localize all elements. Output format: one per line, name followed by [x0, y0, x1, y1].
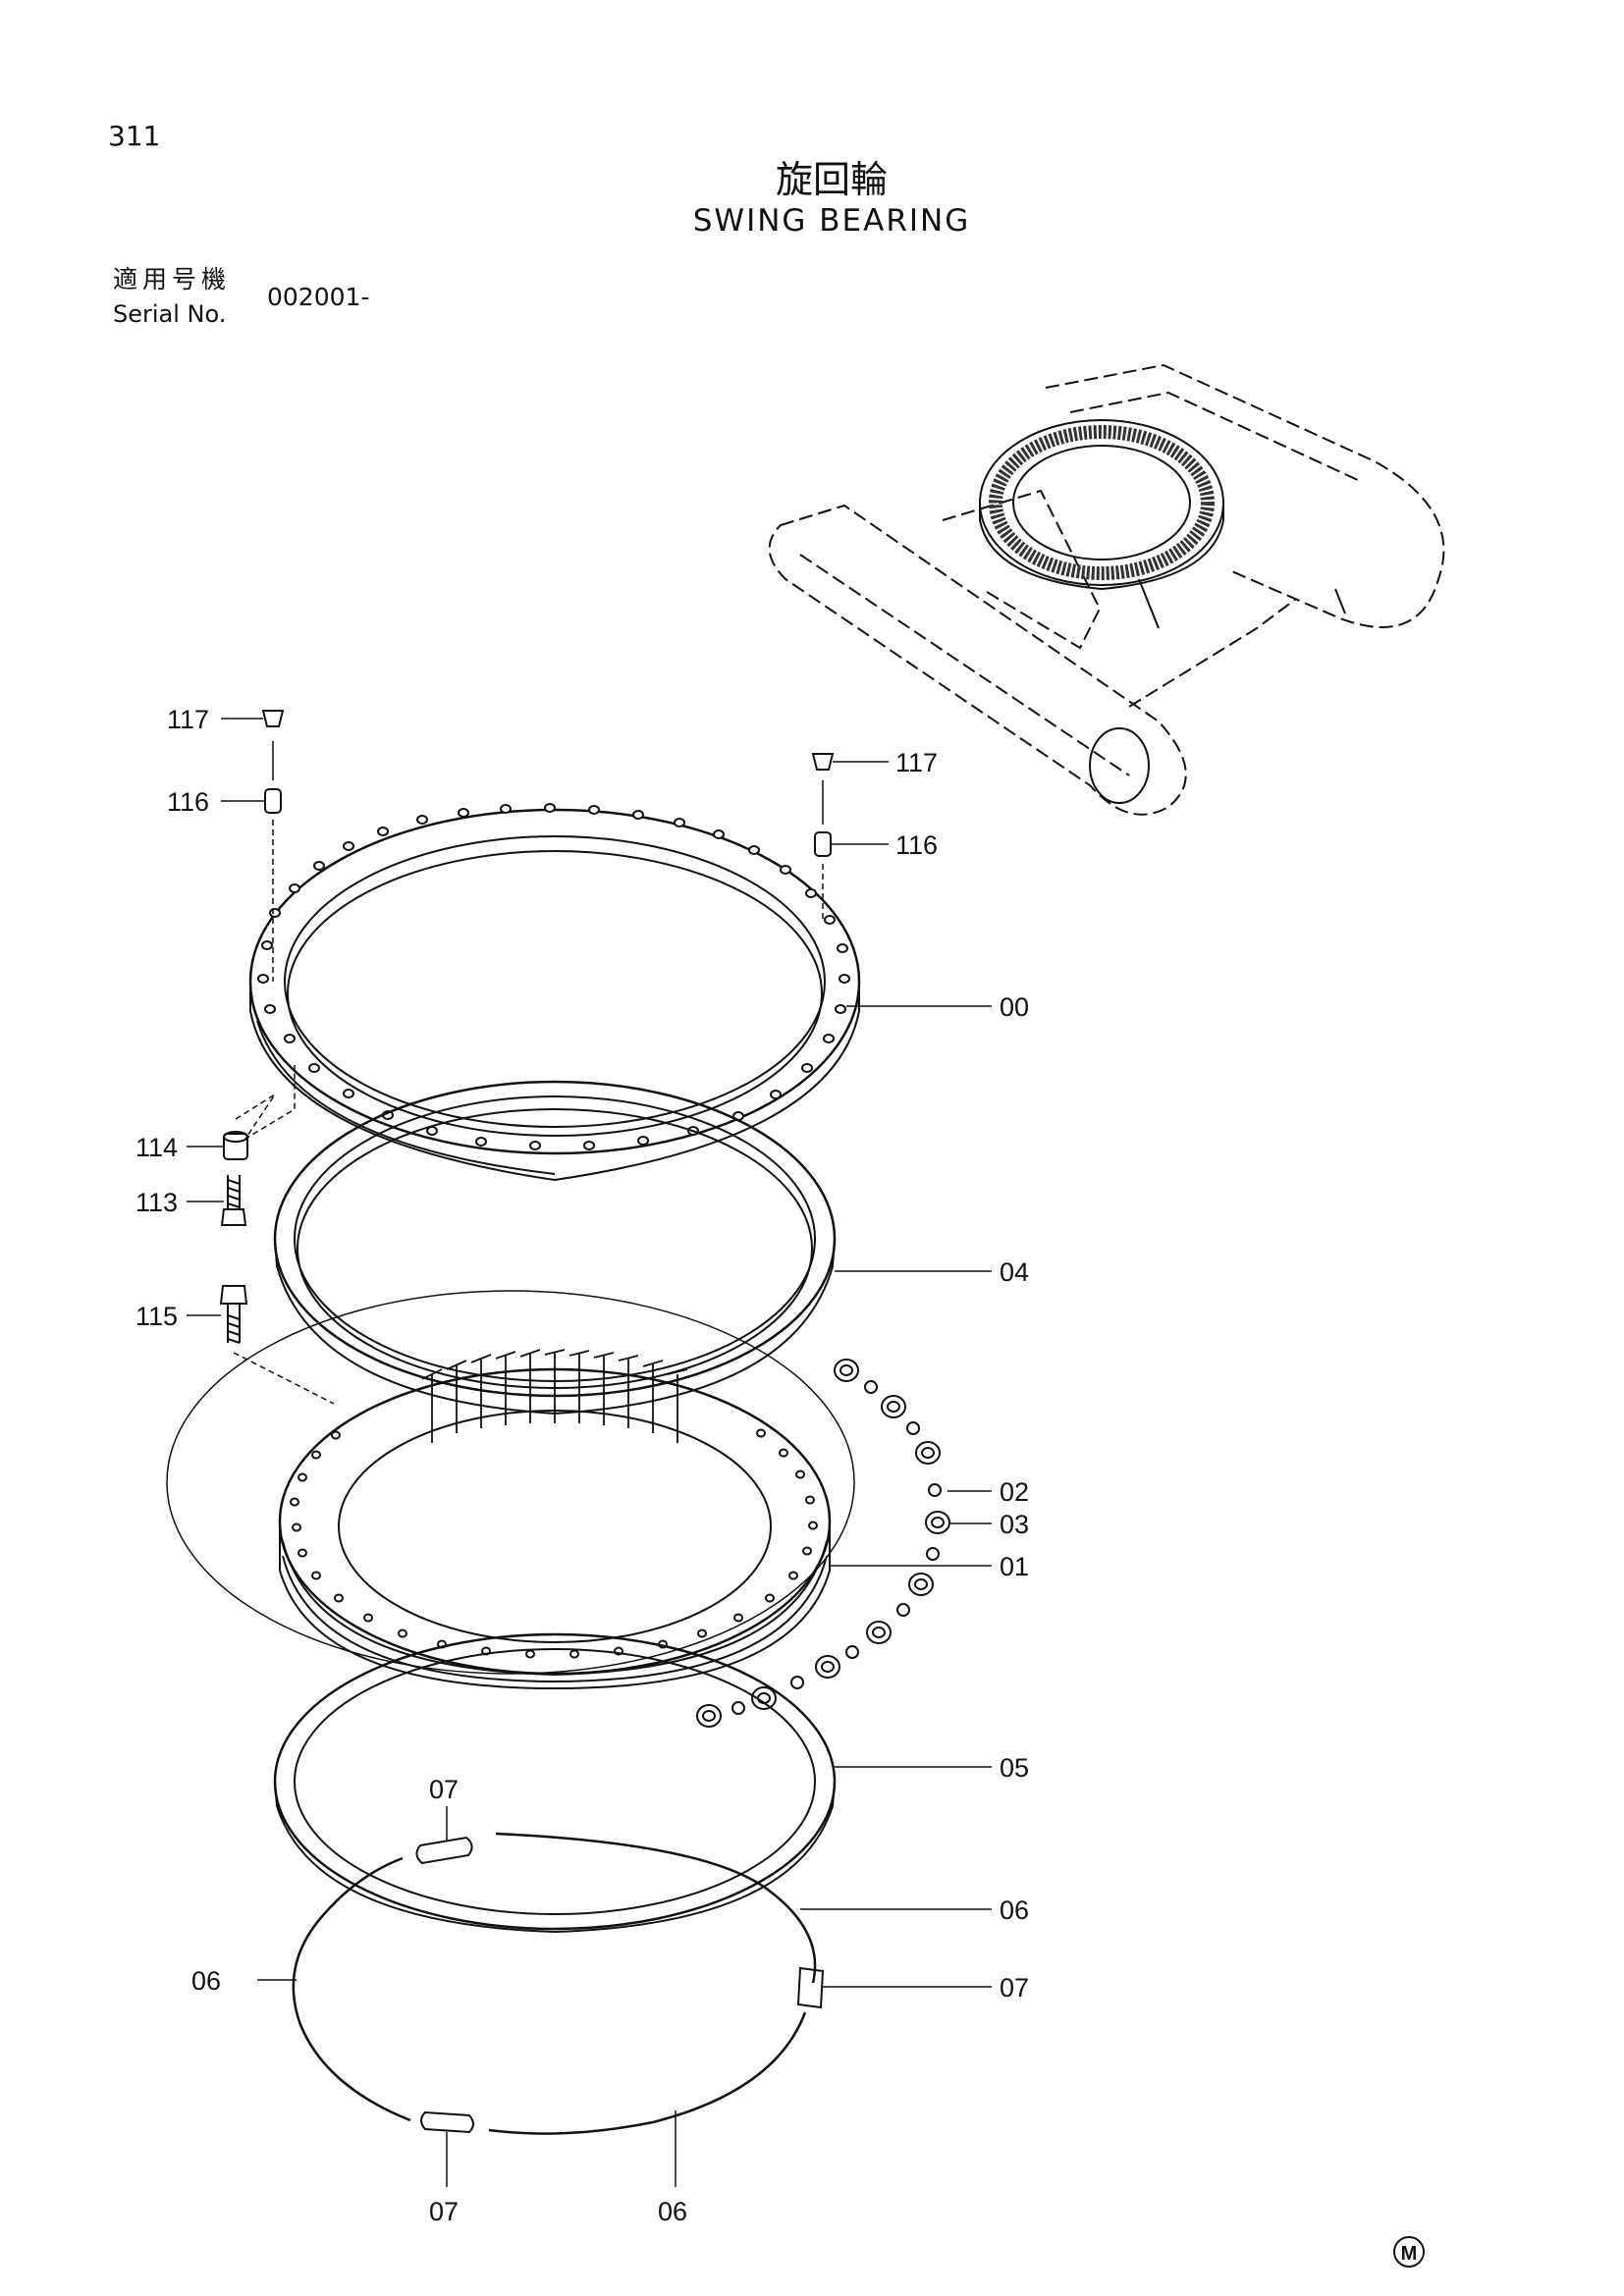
outer-ring-bolt-holes — [257, 803, 850, 1150]
leader-lines — [187, 718, 992, 2187]
part-01-inner-ring — [278, 1349, 832, 1690]
callout-07-top: 07 — [429, 1775, 459, 1804]
callout-06-bottom: 06 — [658, 2197, 687, 2226]
mounting-outline — [166, 1290, 855, 1675]
callout-03: 03 — [1000, 1510, 1029, 1539]
inner-ring-bolt-holes — [290, 1428, 818, 1659]
part-07-plugs — [415, 1836, 825, 2134]
page-title-japanese: 旋回輪 — [775, 158, 888, 201]
callout-113: 113 — [135, 1188, 178, 1217]
callout-115: 115 — [135, 1302, 178, 1331]
serial-label-english: Serial No. — [113, 300, 227, 328]
part-117-cap-right — [811, 753, 835, 771]
gear-teeth — [421, 1349, 688, 1443]
part-06-wire-ring — [292, 1832, 817, 2135]
page-number: 311 — [108, 120, 161, 152]
callout-05: 05 — [1000, 1753, 1029, 1783]
part-115-bolt — [219, 1285, 248, 1344]
part-114-bushing — [223, 1131, 248, 1160]
bearing-ring-context — [979, 419, 1224, 591]
callout-06-right: 06 — [1000, 1896, 1029, 1925]
callout-116-left: 116 — [167, 787, 209, 817]
callout-labels: 117 116 117 116 00 114 113 04 115 02 03 … — [135, 705, 1029, 2226]
part-116-plug-left — [264, 788, 282, 814]
page-title-english: SWING BEARING — [692, 203, 971, 239]
balls-and-spacers — [696, 1359, 950, 1728]
manufacturer-mark: M — [1393, 2236, 1425, 2268]
part-00-outer-ring — [248, 803, 861, 1182]
undercarriage-illustration — [768, 363, 1445, 816]
callout-114: 114 — [135, 1133, 178, 1162]
part-116-plug-right — [814, 831, 832, 857]
callout-07-bottom: 07 — [429, 2197, 459, 2226]
serial-number-value: 002001- — [267, 283, 370, 311]
mark-letter: M — [1401, 2243, 1418, 2265]
callout-117-left: 117 — [167, 705, 209, 734]
callout-04: 04 — [1000, 1257, 1029, 1287]
callout-02: 02 — [1000, 1477, 1029, 1507]
callout-117-right: 117 — [895, 748, 938, 777]
serial-label-japanese: 適用号機 — [113, 265, 232, 294]
part-05-seal — [273, 1632, 837, 1934]
callout-116-right: 116 — [895, 830, 938, 860]
part-117-cap-left — [261, 710, 285, 727]
callout-01: 01 — [1000, 1552, 1029, 1581]
part-113-bolt — [220, 1175, 247, 1226]
callout-07-right: 07 — [1000, 1973, 1029, 2002]
callout-06-left: 06 — [191, 1966, 221, 1996]
callout-00: 00 — [1000, 992, 1029, 1022]
